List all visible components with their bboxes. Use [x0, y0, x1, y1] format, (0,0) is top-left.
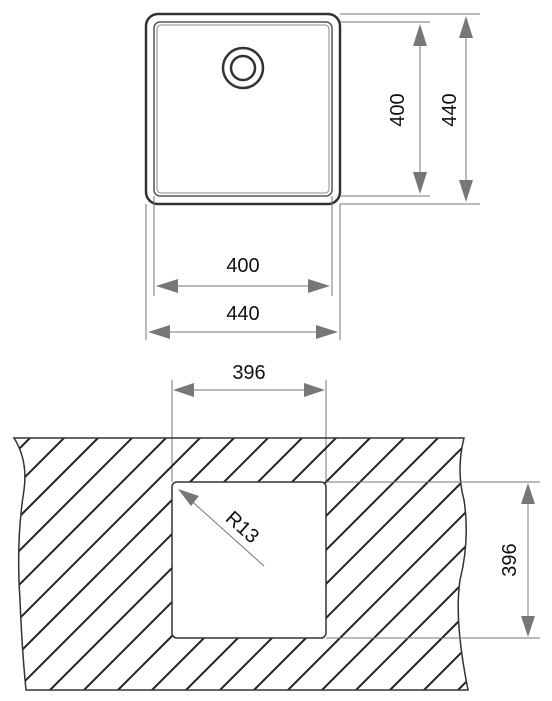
hatch-line — [243, 438, 468, 690]
dimension-cutout-height: 396 — [326, 481, 540, 639]
countertop-slab — [12, 420, 552, 700]
sink-outer-rim — [144, 12, 342, 206]
hatch-line — [413, 438, 468, 690]
cutout-opening — [171, 481, 327, 639]
extension-lines-top — [145, 13, 480, 340]
dimension-label-outer-height: 440 — [439, 93, 461, 126]
hatch-line — [516, 420, 552, 700]
dimension-outer-height: 440 — [439, 16, 473, 202]
hatch-line — [14, 438, 83, 690]
hatch-line — [14, 438, 185, 690]
hatch-line — [14, 438, 219, 690]
dimension-cutout-width: 396 — [171, 362, 327, 482]
hatch-line — [14, 438, 117, 690]
dimension-outer-width: 440 — [148, 303, 338, 339]
countertop-outline — [12, 437, 469, 691]
hatch-line — [209, 438, 468, 690]
hatch-line — [311, 438, 468, 690]
sink-top-view — [144, 12, 342, 206]
dimension-label-inner-height: 400 — [387, 93, 409, 126]
hatch-line — [14, 438, 15, 690]
dimension-label-outer-width: 440 — [226, 303, 259, 325]
hatch-line — [14, 438, 151, 690]
dimension-label-cutout-height: 396 — [499, 543, 521, 576]
sink-inner-rim — [153, 21, 333, 197]
dimension-inner-width: 400 — [156, 255, 330, 293]
hatch-line — [379, 438, 468, 690]
sink-bowl — [156, 24, 330, 194]
drain-inner-circle — [229, 54, 257, 82]
hatch-line — [14, 438, 287, 690]
hatch-line — [345, 438, 468, 690]
drain-outer-circle — [221, 46, 265, 90]
dimension-label-inner-width: 400 — [226, 255, 259, 277]
dimension-inner-height: 400 — [387, 24, 427, 194]
hatch-line — [277, 438, 468, 690]
dimension-label-cutout-width: 396 — [232, 362, 265, 384]
